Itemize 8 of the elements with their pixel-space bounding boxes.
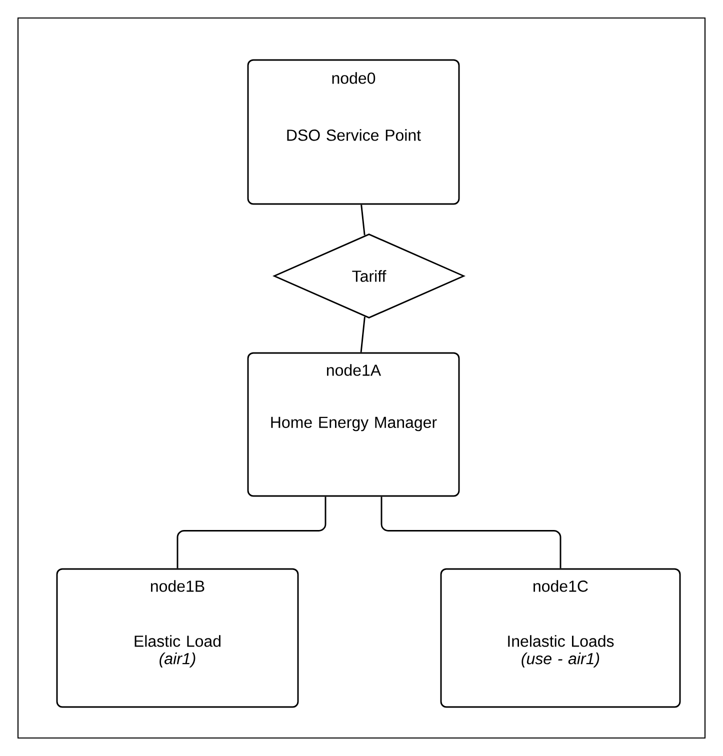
- process-box: node1B Elastic Load (air1): [56, 568, 299, 708]
- process-box: node1A Home Energy Manager: [247, 352, 460, 497]
- connector-line: [360, 204, 366, 236]
- connector-line: [380, 496, 562, 568]
- connector-line: [176, 496, 326, 568]
- process-box: node1C Inelastic Loads (use - air1): [440, 568, 681, 708]
- process-box: node0 DSO Service Point: [247, 59, 460, 205]
- connector-line: [360, 316, 366, 352]
